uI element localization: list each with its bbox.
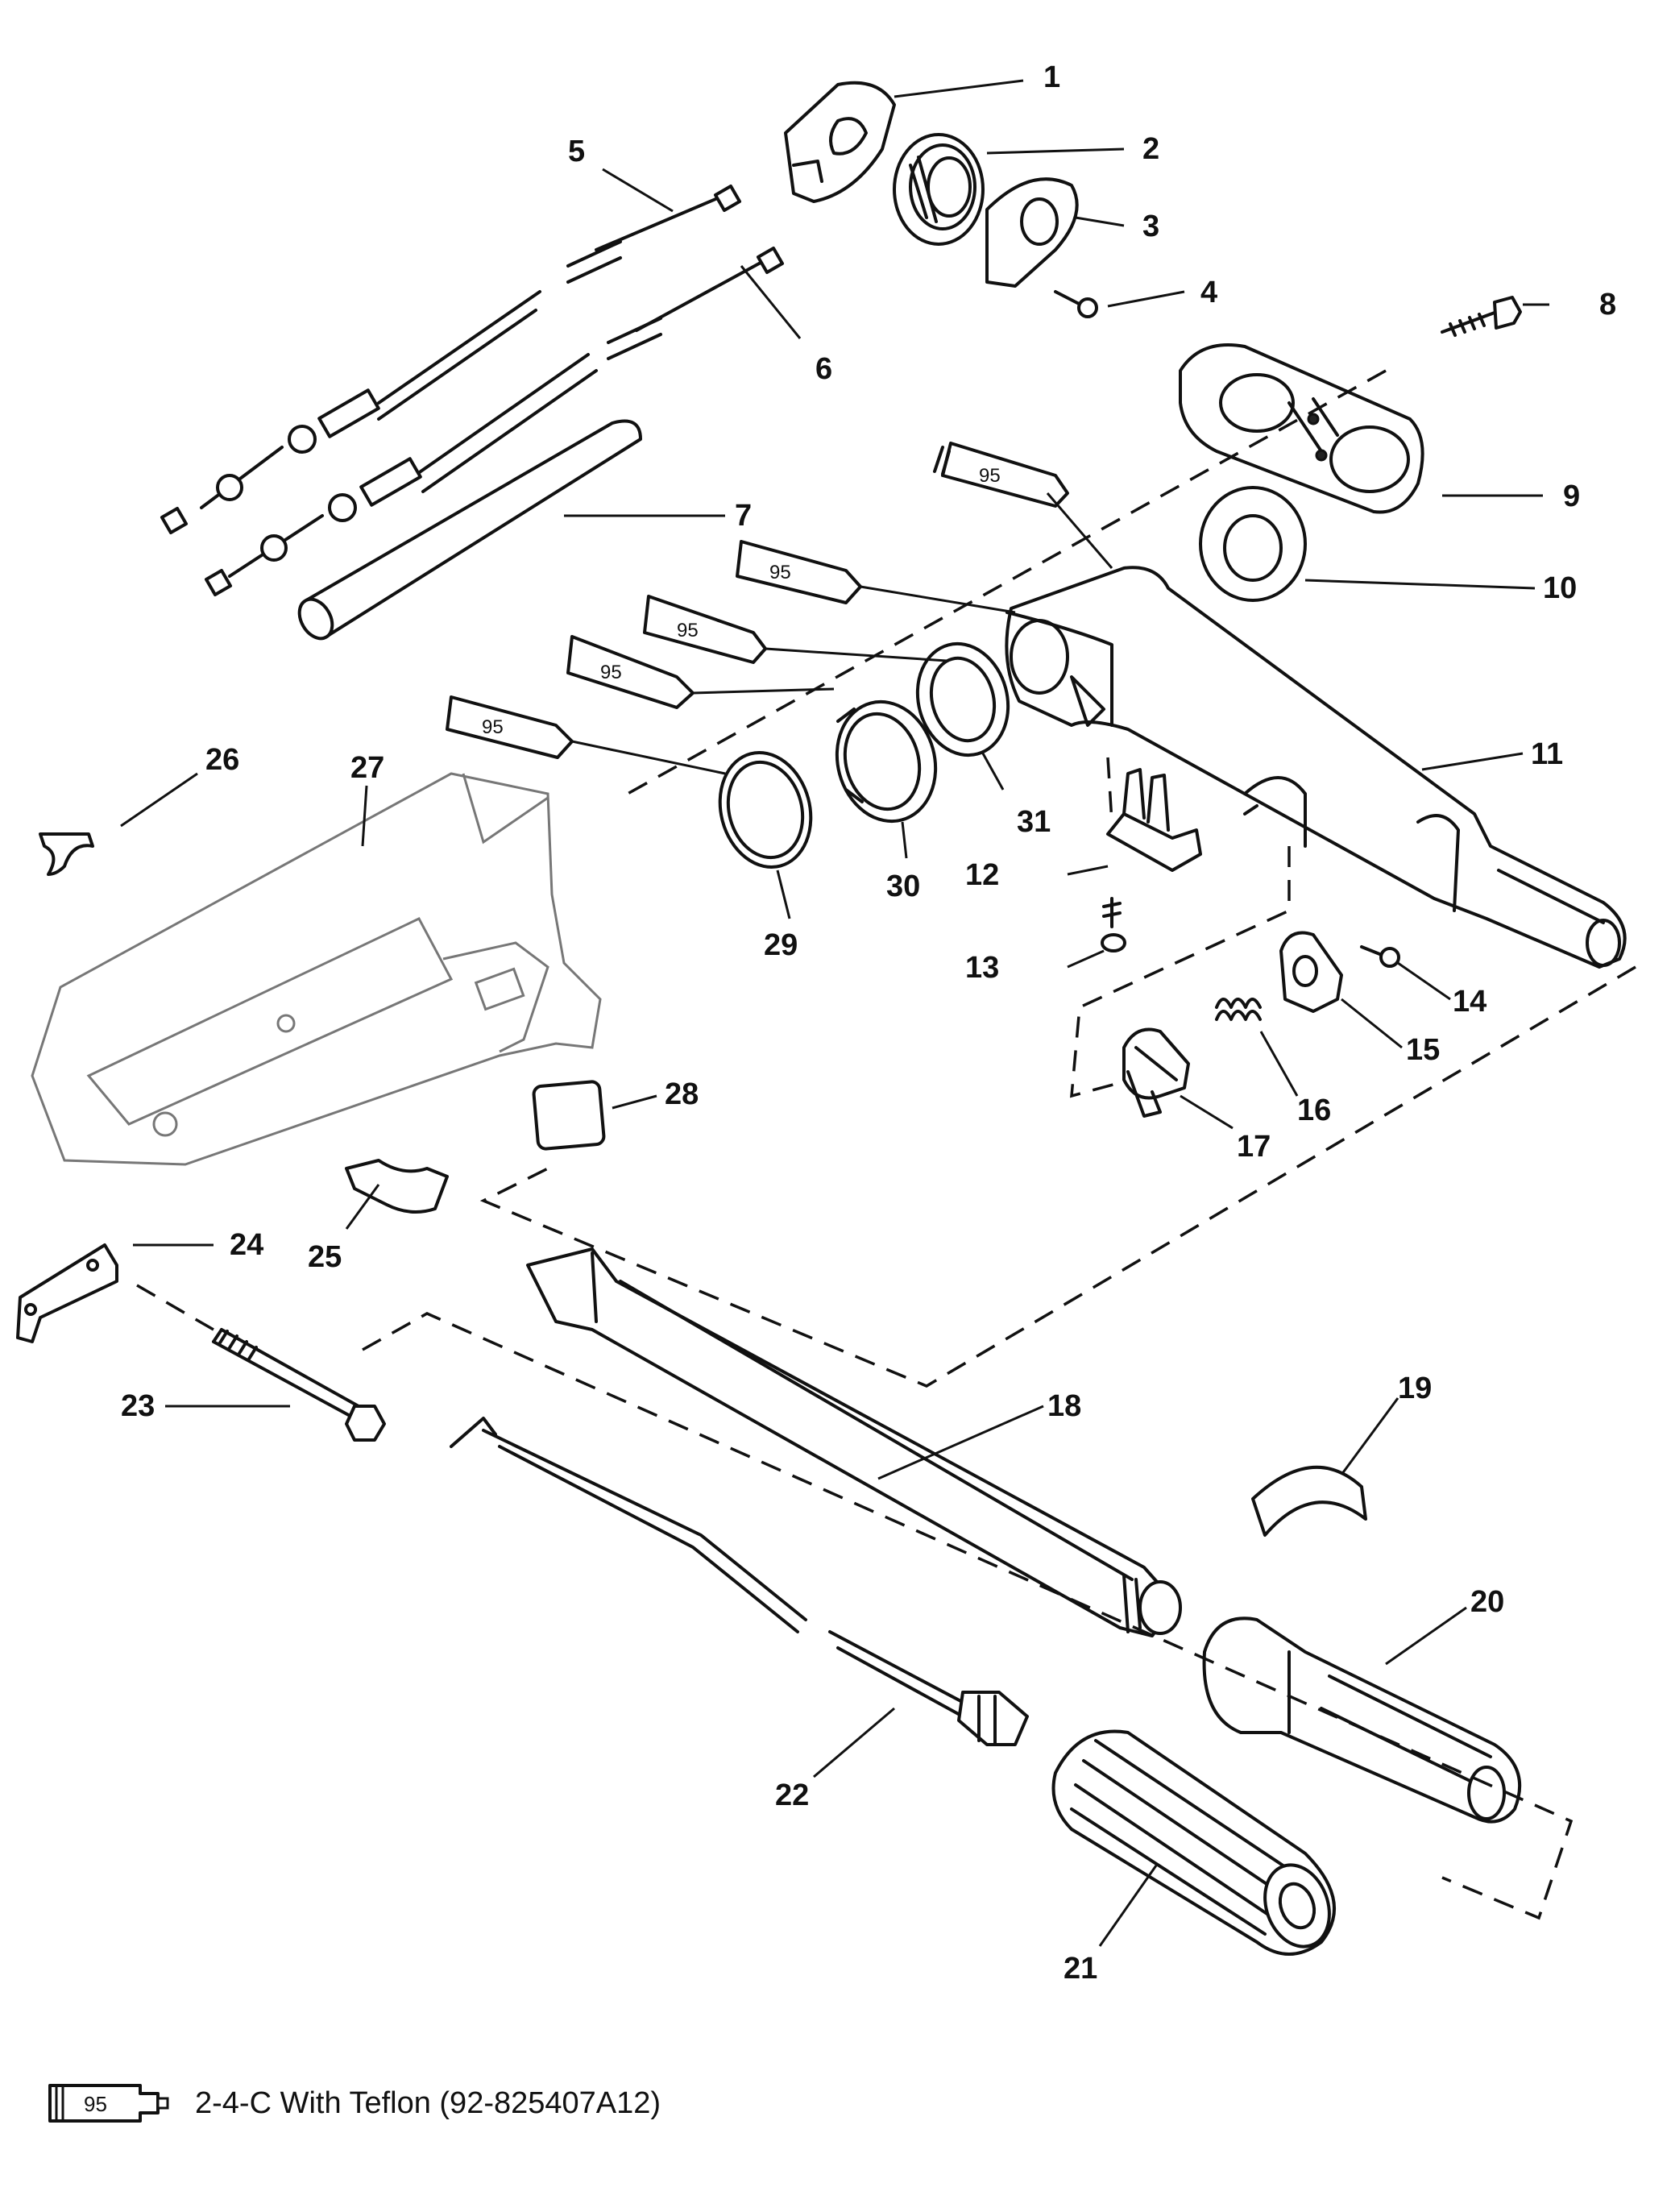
part-11-tiller-arm	[1005, 566, 1627, 969]
callout-4: 4	[1200, 276, 1217, 309]
callout-19: 19	[1398, 1372, 1432, 1405]
callout-13: 13	[965, 951, 999, 985]
callout-11: 11	[1531, 737, 1563, 771]
part-10-washer	[1199, 486, 1307, 602]
callout-18: 18	[1047, 1389, 1081, 1423]
grease-tube-5: 95	[446, 695, 574, 759]
part-19-arc-strip	[1251, 1465, 1367, 1537]
part-30-bushing	[835, 699, 938, 824]
callout-28: 28	[665, 1077, 699, 1111]
legend: 95 2-4-C With Teflon (92-825407A12)	[45, 2079, 661, 2127]
part-17-knob	[1122, 1027, 1190, 1118]
callout-14: 14	[1453, 985, 1486, 1019]
tube-label: 95	[677, 620, 699, 641]
part-4-screw	[1054, 290, 1098, 318]
callout-5: 5	[568, 135, 585, 168]
part-15-clamp	[1279, 931, 1343, 1013]
part-1-cover	[784, 81, 896, 203]
callout-29: 29	[764, 928, 798, 962]
callout-21: 21	[1064, 1952, 1097, 1986]
part-21-twist-grip	[1051, 1729, 1336, 1956]
part-14-screw	[1360, 945, 1400, 968]
tube-label: 95	[482, 716, 504, 738]
legend-text: 2-4-C With Teflon (92-825407A12)	[195, 2085, 661, 2120]
callout-24: 24	[230, 1228, 263, 1262]
part-27-swivel-bracket	[31, 772, 602, 1166]
grease-tube-4: 95	[566, 635, 695, 709]
callout-12: 12	[965, 858, 999, 892]
grease-tube-3: 95	[643, 595, 767, 664]
callout-7: 7	[735, 499, 752, 533]
callout-2: 2	[1142, 132, 1159, 166]
part-12-bracket	[1106, 768, 1202, 872]
callout-3: 3	[1142, 210, 1159, 243]
callout-31: 31	[1017, 805, 1051, 839]
callout-20: 20	[1470, 1585, 1504, 1619]
callout-25: 25	[308, 1240, 342, 1274]
callout-6: 6	[815, 352, 832, 386]
callout-22: 22	[775, 1778, 809, 1812]
callout-16: 16	[1297, 1094, 1331, 1127]
part-16-spring	[1215, 998, 1262, 1021]
part-29-ring	[718, 751, 813, 869]
callout-15: 15	[1406, 1033, 1440, 1067]
grease-tube-icon: 95	[48, 2084, 169, 2123]
callout-17: 17	[1237, 1130, 1271, 1164]
part-24-bracket	[16, 1243, 118, 1343]
part-13-screw	[1101, 897, 1126, 952]
part-26-clip	[39, 832, 94, 876]
part-22-stop-switch	[450, 1417, 1029, 1746]
part-6-cable	[204, 246, 785, 597]
tube-label: 95	[600, 662, 622, 683]
callout-8: 8	[1599, 288, 1616, 322]
part-23-bolt	[212, 1328, 386, 1442]
tube-label: 95	[769, 562, 791, 583]
callout-labels: 1 2 3 4 5 6 7 8 9 10 11 12 13 14 15 16 1…	[121, 60, 1616, 1986]
leader-lines	[120, 79, 1549, 1947]
part-3-plate	[985, 177, 1079, 288]
part-18-shaft	[526, 1247, 1182, 1637]
grease-tube-1: 95	[933, 442, 1069, 508]
part-8-bolt	[1441, 296, 1522, 337]
part-9-bracket	[1179, 343, 1424, 514]
part-20-grip	[1202, 1616, 1522, 1824]
part-28-pad	[532, 1080, 606, 1151]
callout-10: 10	[1543, 571, 1577, 605]
part-5-cable	[160, 184, 742, 535]
callout-9: 9	[1563, 479, 1580, 513]
callout-27: 27	[350, 751, 384, 785]
callout-26: 26	[205, 743, 239, 777]
legend-tube-label: 95	[84, 2092, 107, 2116]
part-25-clip	[345, 1159, 449, 1214]
callout-1: 1	[1043, 60, 1060, 94]
tube-label: 95	[979, 465, 1001, 487]
grease-tube-2: 95	[736, 540, 862, 604]
part-31-washer	[915, 641, 1010, 757]
assembly-lines	[136, 369, 1636, 1920]
callout-23: 23	[121, 1389, 155, 1423]
part-2-spool	[893, 133, 985, 246]
callout-30: 30	[886, 869, 920, 903]
part-7-sleeve	[297, 419, 642, 641]
